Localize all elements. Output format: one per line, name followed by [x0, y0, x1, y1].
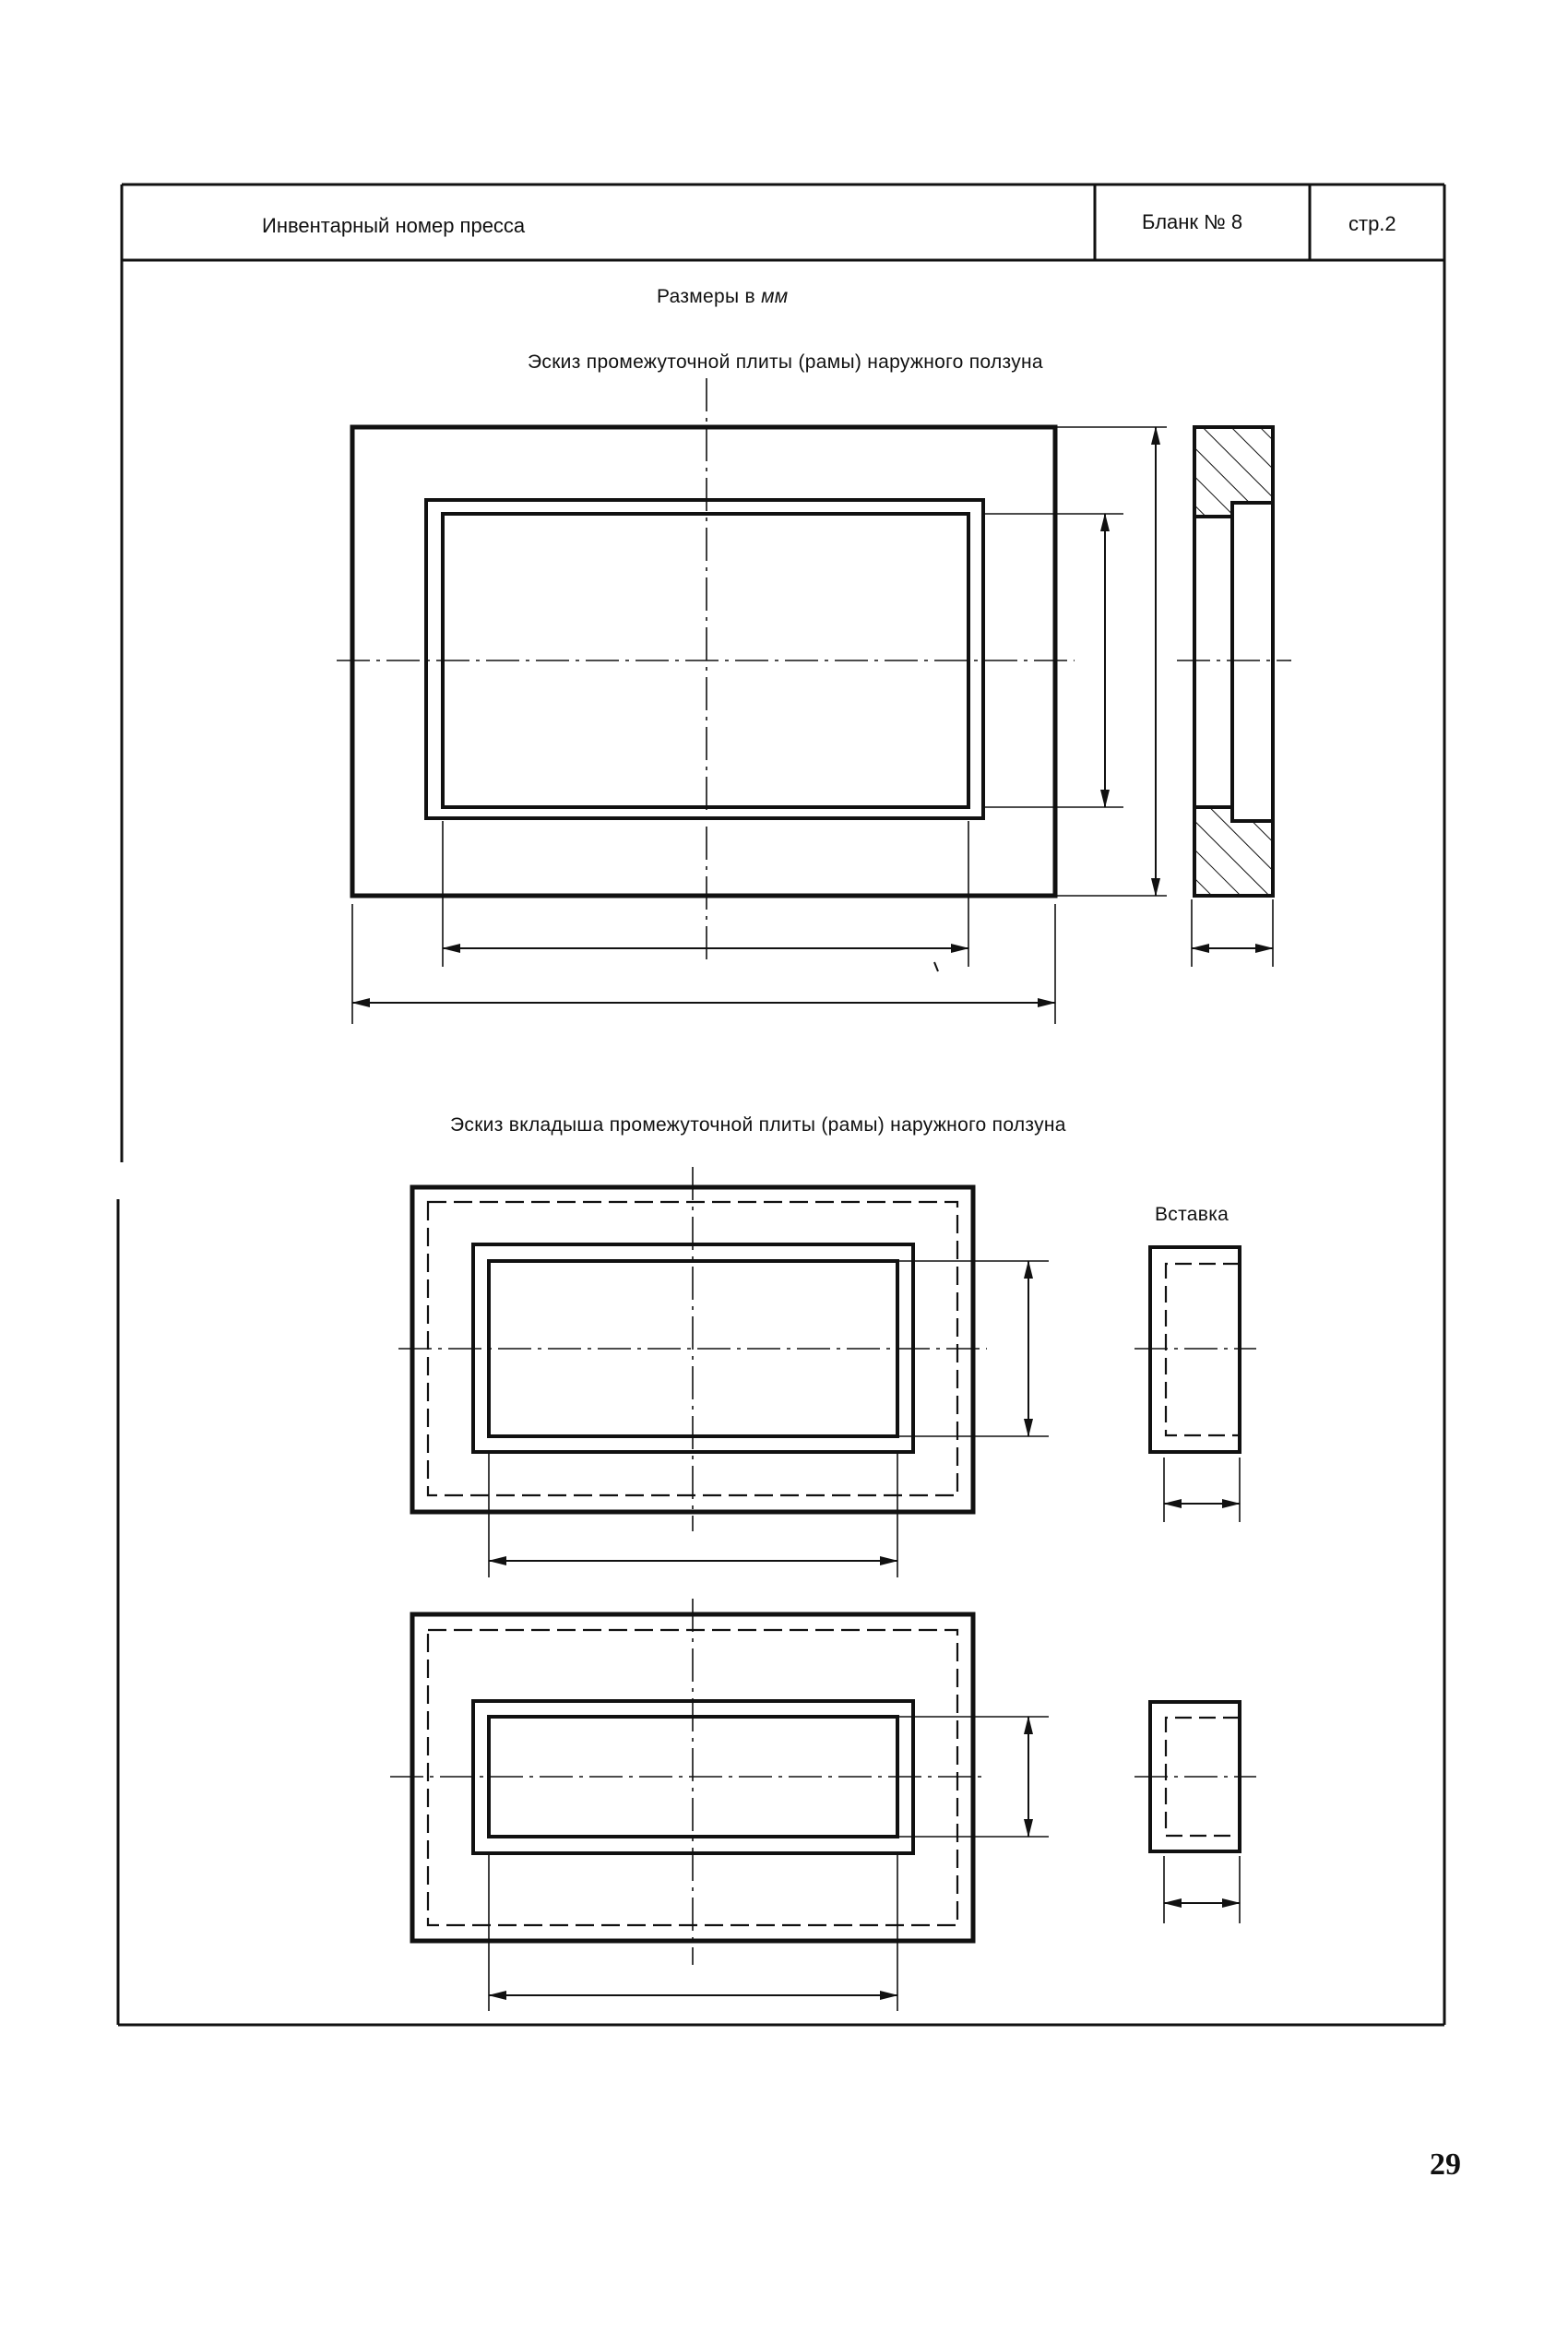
liner-2-dimensions: [488, 1716, 1049, 2011]
plate-front-view: [350, 424, 1058, 898]
page-label: стр.2: [1348, 212, 1396, 235]
form-frame: [116, 183, 1446, 2027]
insert-side-view-2: [1134, 1700, 1256, 1923]
units-note: Размеры в мм: [657, 286, 789, 308]
plate-dimension-arrows: [351, 426, 1274, 1007]
form-number-label: Бланк № 8: [1142, 210, 1243, 233]
plate-sketch-caption: Эскиз промежуточной плиты (рамы) наружно…: [528, 351, 1043, 373]
plate-side-section: [1177, 425, 1291, 898]
page-number: 29: [1430, 2148, 1461, 2182]
plate-centerlines: [337, 378, 1075, 959]
plate-dimension-lines: [351, 426, 1274, 1024]
liner-2-arrows: [488, 1716, 1033, 2000]
insert-label: Вставка: [1155, 1204, 1229, 1225]
liner-1-centerlines: [398, 1167, 987, 1531]
liner-1-arrows: [488, 1260, 1033, 1565]
insert-side-view-1: [1134, 1245, 1256, 1522]
units-note-unit: мм: [761, 286, 789, 307]
inventory-number-label: Инвентарный номер пресса: [262, 214, 526, 237]
liner-2-centerlines: [390, 1599, 987, 1965]
stray-mark: [933, 961, 939, 972]
liner-sketch-caption: Эскиз вкладыша промежуточной плиты (рамы…: [450, 1114, 1066, 1136]
liner-1-dimensions: [488, 1260, 1049, 1577]
units-note-prefix: Размеры в: [657, 286, 762, 307]
